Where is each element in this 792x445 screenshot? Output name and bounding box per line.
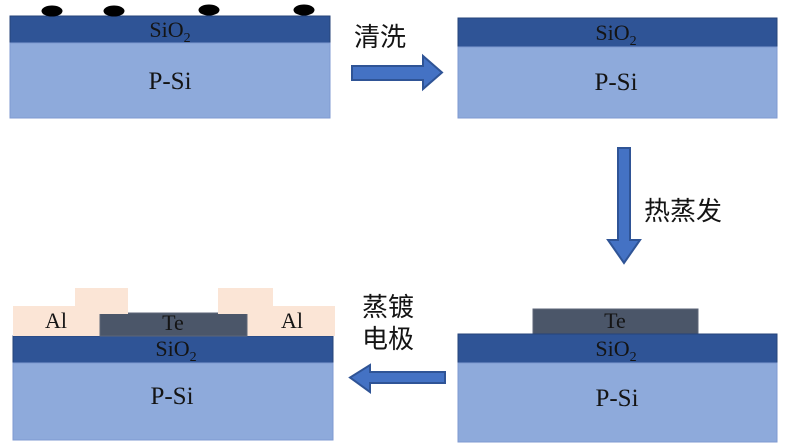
te-label: Te xyxy=(162,310,184,335)
clean-step-label: 清洗 xyxy=(354,23,406,52)
te-layer xyxy=(99,312,248,337)
contaminant-particle-icon xyxy=(198,4,220,16)
psi-substrate xyxy=(12,362,334,441)
psi-label: P-Si xyxy=(595,385,638,412)
left-arrow-icon xyxy=(348,363,446,394)
te-label: Te xyxy=(604,308,626,333)
contaminant-particle-icon xyxy=(293,4,315,16)
right-arrow-icon xyxy=(351,53,444,92)
psi-substrate xyxy=(457,362,778,443)
sio2-label: SiO2 xyxy=(595,20,636,49)
down-arrow-icon xyxy=(606,147,642,265)
arrow-evaporate-electrodes: 蒸镀 电极 xyxy=(348,293,446,394)
al-electrode-left-overlap xyxy=(75,288,128,314)
step3-te-deposited: Te SiO2 P-Si xyxy=(457,308,778,443)
sio2-label: SiO2 xyxy=(595,336,636,365)
thermal-evaporation-step-label: 热蒸发 xyxy=(644,197,722,226)
step2-cleaned-substrate: SiO2 P-Si xyxy=(457,17,778,119)
contaminant-particle-icon xyxy=(103,5,125,17)
te-layer xyxy=(532,308,699,335)
psi-substrate xyxy=(9,42,331,119)
al-label-left: Al xyxy=(45,308,67,333)
al-label-right: Al xyxy=(281,308,303,333)
electrode-step-label-line1: 蒸镀 xyxy=(362,293,414,322)
arrow-thermal-evaporation: 热蒸发 xyxy=(606,147,722,265)
sio2-layer xyxy=(457,333,778,364)
psi-label: P-Si xyxy=(594,69,637,96)
sio2-layer xyxy=(457,17,778,48)
psi-label: P-Si xyxy=(148,68,191,95)
psi-label: P-Si xyxy=(150,383,193,410)
psi-substrate xyxy=(457,46,778,119)
al-electrode-right-overlap xyxy=(218,288,273,314)
contaminant-particle-icon xyxy=(41,5,63,17)
sio2-layer xyxy=(9,15,331,44)
arrow-clean: 清洗 xyxy=(351,23,444,92)
step4-device-with-electrodes: Al Te Al SiO2 P-Si xyxy=(12,288,335,441)
sio2-label: SiO2 xyxy=(155,336,196,365)
sio2-label: SiO2 xyxy=(149,17,190,46)
electrode-step-label-line2: 电极 xyxy=(362,325,414,354)
step1-contaminated-substrate: SiO2 P-Si xyxy=(9,4,331,119)
